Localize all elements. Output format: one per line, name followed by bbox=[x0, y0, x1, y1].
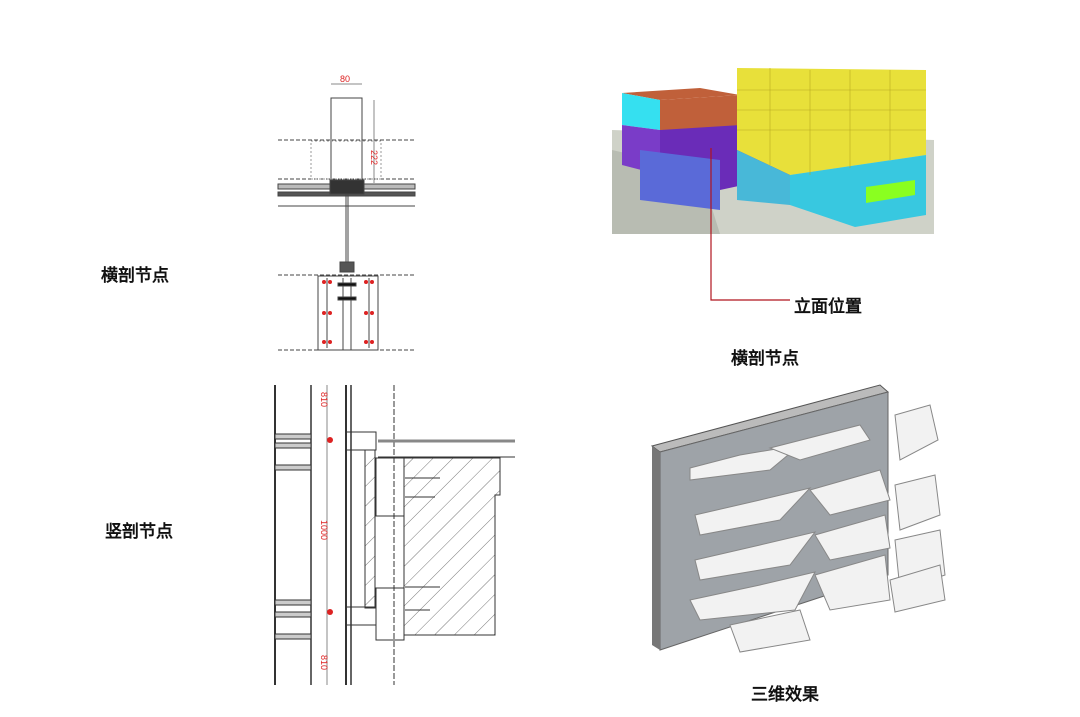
horizontal-section-label-right: 横剖节点 bbox=[731, 349, 799, 369]
dimension-top-offset: 810 bbox=[319, 392, 329, 407]
vertical-section-label: 竖剖节点 bbox=[105, 522, 173, 542]
horizontal-section-label-left: 横剖节点 bbox=[101, 266, 169, 286]
dimension-panel-height: 1000 bbox=[319, 520, 329, 540]
three-d-effect-label: 三维效果 bbox=[751, 685, 819, 705]
dimension-mullion-depth: 222 bbox=[369, 150, 379, 165]
elevation-position-label: 立面位置 bbox=[794, 297, 862, 317]
dimension-mullion-width: 80 bbox=[340, 74, 350, 84]
dimension-bottom-offset: 810 bbox=[319, 655, 329, 670]
elevation-leader-line bbox=[710, 148, 790, 301]
